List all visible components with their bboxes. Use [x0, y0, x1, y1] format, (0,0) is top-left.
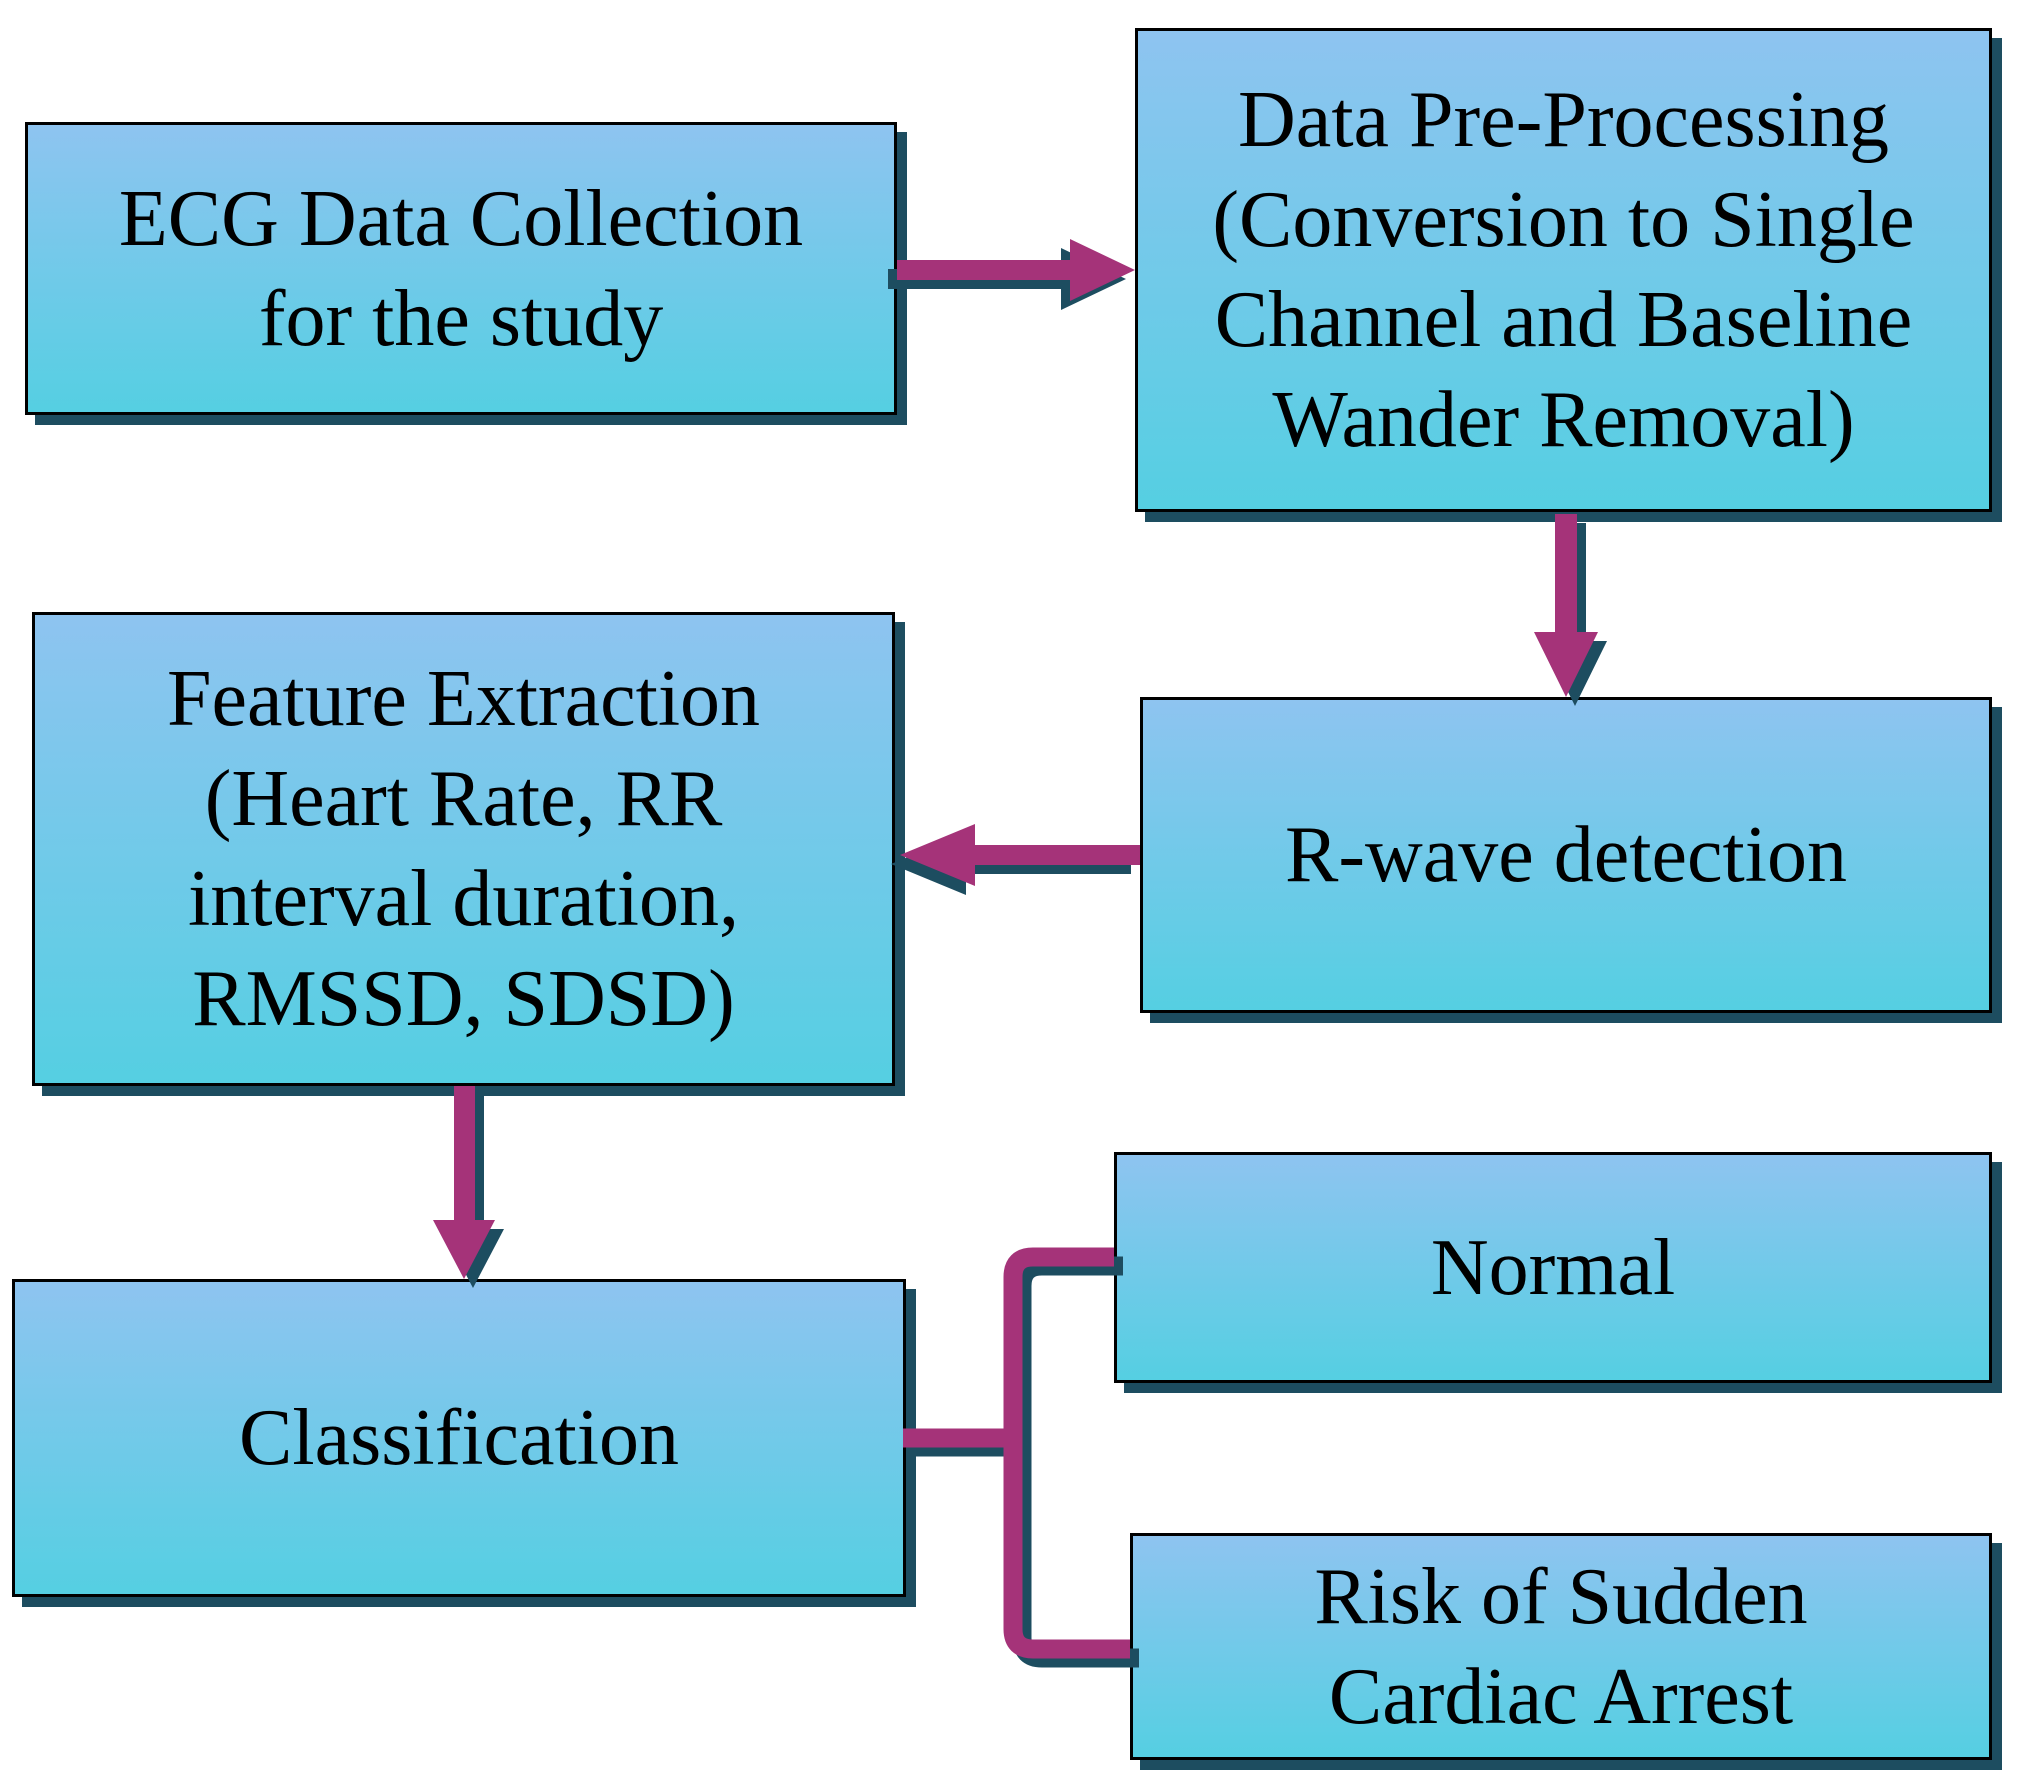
connector-classification-branches — [903, 1247, 1139, 1668]
node-data-pre-processing: Data Pre-Processing (Conversion to Singl… — [1135, 28, 1992, 512]
node-label: ECG Data Collection — [118, 174, 804, 263]
arrow-rwave-to-feature — [891, 824, 1140, 895]
node-label: for the study — [258, 274, 664, 363]
node-label: Cardiac Arrest — [1328, 1652, 1794, 1741]
arrow-preprocessing-to-rwave — [1534, 514, 1607, 706]
node-label: (Conversion to Single — [1212, 176, 1915, 264]
node-label: Channel and Baseline — [1214, 276, 1913, 364]
arrow-ecg-to-preprocessing — [888, 239, 1135, 310]
arrow-feature-to-classification — [433, 1086, 504, 1288]
node-label: Wander Removal) — [1272, 376, 1855, 464]
node-label: Data Pre-Processing — [1238, 76, 1889, 164]
node-risk-of-sudden-cardiac-arrest: Risk of Sudden Cardiac Arrest — [1130, 1533, 1992, 1760]
node-label: (Heart Rate, RR — [204, 755, 723, 843]
node-label: Normal — [1430, 1223, 1676, 1312]
node-classification: Classification — [12, 1279, 906, 1597]
node-label: Risk of Sudden — [1314, 1552, 1808, 1641]
node-r-wave-detection: R-wave detection — [1140, 697, 1992, 1013]
node-label: Classification — [239, 1394, 679, 1482]
connector-branch-normal-risk — [1003, 1247, 1130, 1659]
node-ecg-data-collection: ECG Data Collection for the study — [25, 122, 897, 415]
node-normal: Normal — [1114, 1152, 1992, 1383]
node-feature-extraction: Feature Extraction (Heart Rate, RR inter… — [32, 612, 895, 1086]
node-label: Feature Extraction — [166, 655, 761, 743]
node-label: RMSSD, SDSD) — [192, 955, 735, 1043]
node-label: interval duration, — [188, 855, 739, 943]
node-label: R-wave detection — [1285, 811, 1847, 899]
